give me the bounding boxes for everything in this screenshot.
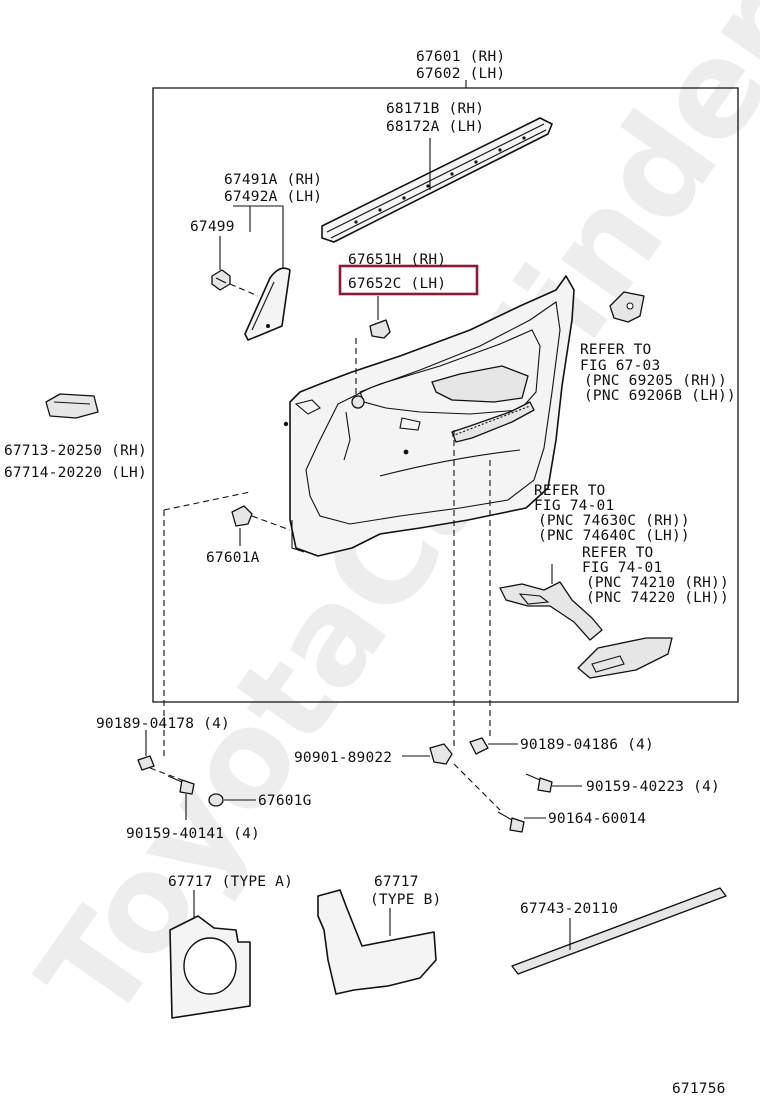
highlight-box xyxy=(338,264,479,296)
label-pad-rh: 67651H (RH) xyxy=(348,252,446,268)
label-cover-type-b-type: (TYPE B) xyxy=(370,892,441,908)
handle-67713-part xyxy=(45,393,99,419)
label-clip-67601g: 67601G xyxy=(258,793,312,809)
label-handle-rh: 67713-20250 (RH) xyxy=(4,443,147,459)
cover-type-b-part xyxy=(317,889,437,995)
label-weatherstrip-lh: 68172A (LH) xyxy=(386,119,484,135)
label-clip-90189-04186: 90189-04186 (4) xyxy=(520,737,654,753)
label-board-lh: 67602 (LH) xyxy=(416,66,505,82)
label-clip-67601a: 67601A xyxy=(206,550,260,566)
label-refer-1-line3: (PNC 69205 (RH)) xyxy=(584,373,727,389)
label-refer-2-line1: REFER TO xyxy=(534,483,605,499)
label-refer-2-line3: (PNC 74630C (RH)) xyxy=(538,513,690,529)
clip-90189-04178-part xyxy=(137,755,155,771)
label-refer-2-line4: (PNC 74640C (LH)) xyxy=(538,528,690,544)
weatherstrip-part xyxy=(321,117,553,243)
label-refer-1-line2: FIG 67-03 xyxy=(580,358,660,374)
diagram-id: 671756 xyxy=(672,1081,726,1097)
clip-90901-89022-part xyxy=(429,743,453,765)
label-refer-2-line2: FIG 74-01 xyxy=(534,498,614,514)
clip-90189-04186-part xyxy=(469,737,489,755)
label-refer-3-line3: (PNC 74210 (RH)) xyxy=(586,575,729,591)
label-board-rh: 67601 (RH) xyxy=(416,49,505,65)
label-refer-3-line4: (PNC 74220 (LH)) xyxy=(586,590,729,606)
clip-67601a-part xyxy=(231,505,253,527)
label-refer-3-line2: FIG 74-01 xyxy=(582,560,662,576)
label-refer-1-line1: REFER TO xyxy=(580,342,651,358)
label-screw-90164-60014: 90164-60014 xyxy=(548,811,646,827)
corner-cover-part xyxy=(244,267,291,341)
label-weatherstrip-rh: 68171B (RH) xyxy=(386,101,484,117)
label-cover-lh: 67492A (LH) xyxy=(224,189,322,205)
label-screw-90159-40141: 90159-40141 (4) xyxy=(126,826,260,842)
screw-90159-40223-part xyxy=(525,773,553,793)
label-refer-3-line1: REFER TO xyxy=(582,545,653,561)
label-refer-1-line4: (PNC 69206B (LH)) xyxy=(584,388,736,404)
cover-type-a-part xyxy=(169,915,251,1019)
label-cover-type-a: 67717 (TYPE A) xyxy=(168,874,293,890)
label-seal-67743: 67743-20110 xyxy=(520,901,618,917)
label-cover-type-b-number: 67717 xyxy=(374,874,419,890)
label-handle-lh: 67714-20220 (LH) xyxy=(4,465,147,481)
door-trim-board-part xyxy=(283,275,575,557)
label-cover-rh: 67491A (RH) xyxy=(224,172,322,188)
clip-67499-part xyxy=(211,269,231,291)
label-screw-90159-40223: 90159-40223 (4) xyxy=(586,779,720,795)
clip-67601g-part xyxy=(208,793,224,807)
seal-67743-part xyxy=(511,887,727,975)
bracket-69205-part xyxy=(609,291,645,323)
assembly-frame xyxy=(152,87,739,703)
pad-plug-part xyxy=(369,319,391,339)
screw-90159-40141-part xyxy=(167,775,195,795)
switch-cover-part xyxy=(577,637,673,679)
label-clip-67499: 67499 xyxy=(190,219,235,235)
label-clip-90901-89022: 90901-89022 xyxy=(294,750,392,766)
screw-90164-60014-part xyxy=(497,811,525,833)
switch-base-part xyxy=(499,581,603,641)
label-clip-90189-04178: 90189-04178 (4) xyxy=(96,716,230,732)
label-pad-lh: 67652C (LH) xyxy=(348,276,446,292)
